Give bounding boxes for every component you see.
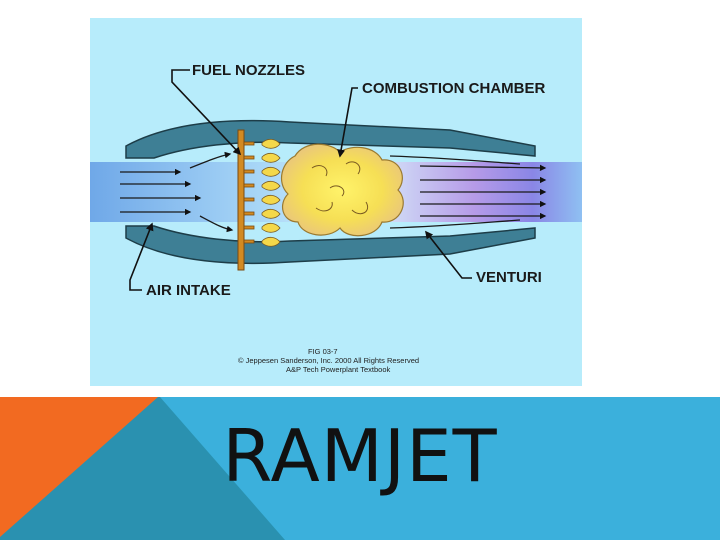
venturi-label: VENTURI: [476, 269, 542, 286]
combustion-chamber-leader: [337, 87, 358, 158]
combustion-flame: [280, 143, 404, 237]
engine-upper-wall: [125, 119, 536, 159]
venturi-leader: [425, 230, 472, 279]
banner-orange-triangle: [0, 397, 158, 537]
combustion-chamber-label: COMBUSTION CHAMBER: [362, 80, 545, 97]
ramjet-illustration: FUEL NOZZLES COMBUSTION CHAMBER AIR INTA…: [90, 62, 582, 374]
slide-title: RAMJET: [222, 414, 498, 498]
fuel-nozzle-bar: [237, 129, 281, 271]
figure-source: A&P Tech Powerplant Textbook: [286, 365, 390, 374]
air-intake-label: AIR INTAKE: [146, 282, 231, 299]
figure-copyright: © Jeppesen Sanderson, Inc. 2000 All Righ…: [238, 356, 419, 365]
engine-lower-wall: [125, 225, 536, 265]
flow-lines: [120, 151, 547, 233]
figure-number: FIG 03-7: [308, 347, 338, 356]
ramjet-diagram: FUEL NOZZLES COMBUSTION CHAMBER AIR INTA…: [90, 18, 582, 386]
fuel-nozzles-leader: [171, 69, 242, 156]
title-banner: [0, 397, 720, 540]
air-intake-leader: [129, 222, 154, 291]
banner-shapes: [0, 397, 720, 540]
fuel-nozzles-label: FUEL NOZZLES: [192, 62, 305, 79]
